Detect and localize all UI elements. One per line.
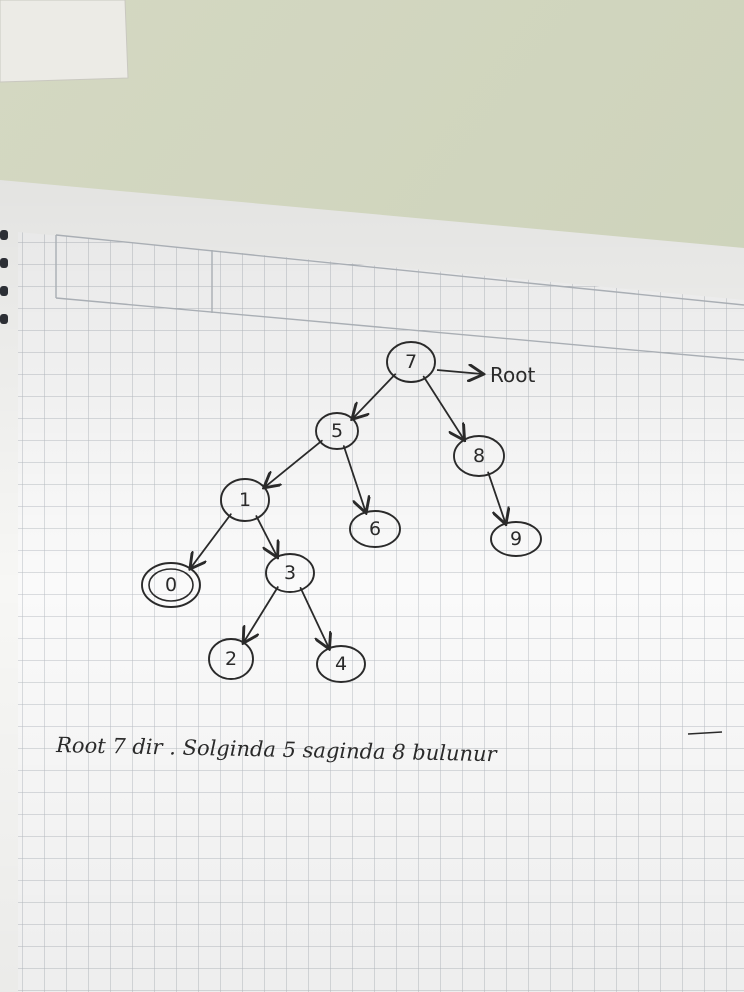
tree-edge-8-9 [487,471,505,522]
node-label: 0 [165,574,177,596]
tree-node-7: 7 [386,341,436,383]
node-circle [490,521,542,557]
tree-node-9: 9 [490,521,542,557]
node-inner-ring [148,568,194,602]
node-circle [220,478,270,522]
node-circle [141,562,201,608]
tree-node-5: 5 [315,412,359,450]
tree-nodes: 7 5 8 1 6 9 0 3 2 4 [141,341,542,683]
tree-node-6: 6 [349,510,401,548]
node-label: 5 [331,420,343,442]
node-label: 2 [225,648,237,670]
node-circle [315,412,359,450]
node-label: 7 [405,351,417,373]
tree-edge-3-2 [244,586,279,642]
node-label: 4 [335,653,347,675]
tree-edge-7-8 [422,375,464,439]
root-pointer-arrow [436,370,482,374]
node-circle [349,510,401,548]
spiral-binding [0,230,8,324]
tissue-paper [0,0,129,83]
tree-edge-5-1 [265,439,323,487]
root-pointer-label: Root [490,363,535,387]
binary-search-tree: 7 5 8 1 6 9 0 3 2 4 Root [141,341,542,683]
tree-node-0: 0 [141,562,201,608]
root-pointer: Root [436,363,535,387]
tree-edge-3-4 [299,587,329,648]
notebook-page [0,180,744,992]
tree-edge-5-6 [342,445,366,511]
node-label: 8 [473,445,485,467]
node-label: 9 [510,528,522,550]
node-circle [316,645,366,683]
tree-edge-1-3 [255,515,276,556]
tree-edge-1-0 [191,513,232,567]
node-label: 6 [369,518,381,540]
node-label: 3 [284,562,296,584]
tree-node-2: 2 [208,638,254,680]
tree-node-1: 1 [220,478,270,522]
tree-node-4: 4 [316,645,366,683]
tree-edge-7-5 [353,373,397,418]
node-circle [453,435,505,477]
margin-dash [687,731,723,735]
node-label: 1 [239,489,251,511]
node-circle [265,553,315,593]
node-circle [386,341,436,383]
tree-node-3: 3 [265,553,315,593]
tree-node-8: 8 [453,435,505,477]
node-circle [208,638,254,680]
tree-edges [191,373,505,648]
